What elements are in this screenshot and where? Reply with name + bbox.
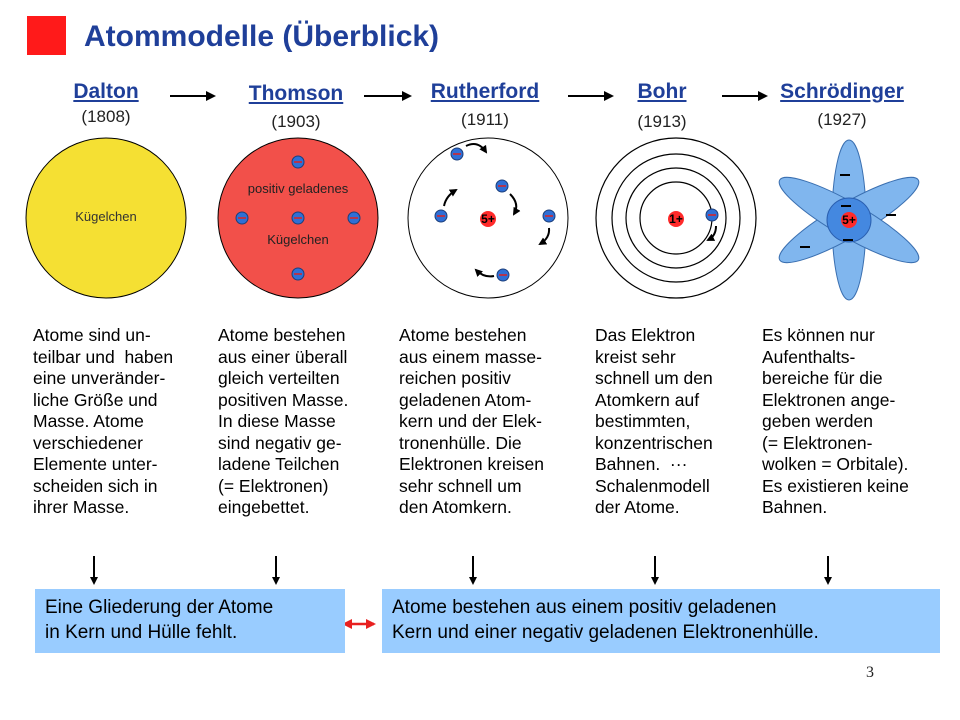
description-bohr: Das Elektron kreist sehr schnell um den … bbox=[595, 325, 713, 517]
model-name-schroedinger: Schrödinger bbox=[780, 80, 904, 103]
model-name-thomson: Thomson bbox=[248, 82, 344, 105]
rutherford-electrons bbox=[434, 147, 556, 282]
model-name-bohr: Bohr bbox=[637, 80, 687, 103]
bohr-motion-arrow bbox=[706, 225, 717, 241]
bohr-nucleus-label: 1+ bbox=[669, 212, 683, 226]
summary-box-nucleus-shell: Atome bestehen aus einem positiv geladen… bbox=[382, 589, 940, 653]
thomson-label-bottom: Kügelchen bbox=[267, 232, 329, 247]
model-name-rutherford: Rutherford bbox=[430, 80, 540, 103]
dalton-label: Kügelchen bbox=[75, 209, 137, 224]
description-thomson: Atome bestehen aus einer überall gleich … bbox=[218, 325, 349, 517]
bohr-shells bbox=[595, 137, 757, 299]
schroedinger-electron-charges bbox=[800, 174, 896, 248]
rutherford-nucleus-label: 5+ bbox=[481, 212, 495, 226]
title-square-icon bbox=[27, 16, 66, 55]
down-arrows bbox=[90, 556, 832, 585]
description-schroedinger: Es können nur Aufenthalts- bereiche für … bbox=[762, 325, 909, 517]
thomson-electrons bbox=[235, 155, 361, 281]
model-year-bohr: (1913) bbox=[637, 112, 687, 131]
rutherford-motion-arrows bbox=[443, 143, 551, 278]
bohr-nucleus bbox=[668, 211, 684, 227]
thomson-label-top: positiv geladenes bbox=[247, 181, 349, 196]
model-year-thomson: (1903) bbox=[271, 112, 321, 131]
description-dalton: Atome sind un- teilbar und haben eine un… bbox=[33, 325, 174, 517]
model-year-dalton: (1808) bbox=[81, 107, 131, 126]
model-name-dalton: Dalton bbox=[73, 80, 139, 103]
model-year-rutherford: (1911) bbox=[461, 110, 509, 129]
model-year-schroedinger: (1927) bbox=[817, 110, 867, 129]
dalton-sphere bbox=[25, 137, 187, 299]
schroedinger-nucleus-label: 5+ bbox=[842, 213, 856, 227]
page-number: 3 bbox=[866, 664, 874, 681]
description-rutherford: Atome bestehen aus einem masse- reichen … bbox=[399, 325, 544, 517]
summary-box-no-structure: Eine Gliederung der Atome in Kern und Hü… bbox=[35, 589, 345, 653]
page-title: Atommodelle (Überblick) bbox=[84, 20, 440, 53]
schroedinger-orbitals bbox=[778, 139, 920, 301]
rutherford-nucleus bbox=[480, 211, 496, 227]
